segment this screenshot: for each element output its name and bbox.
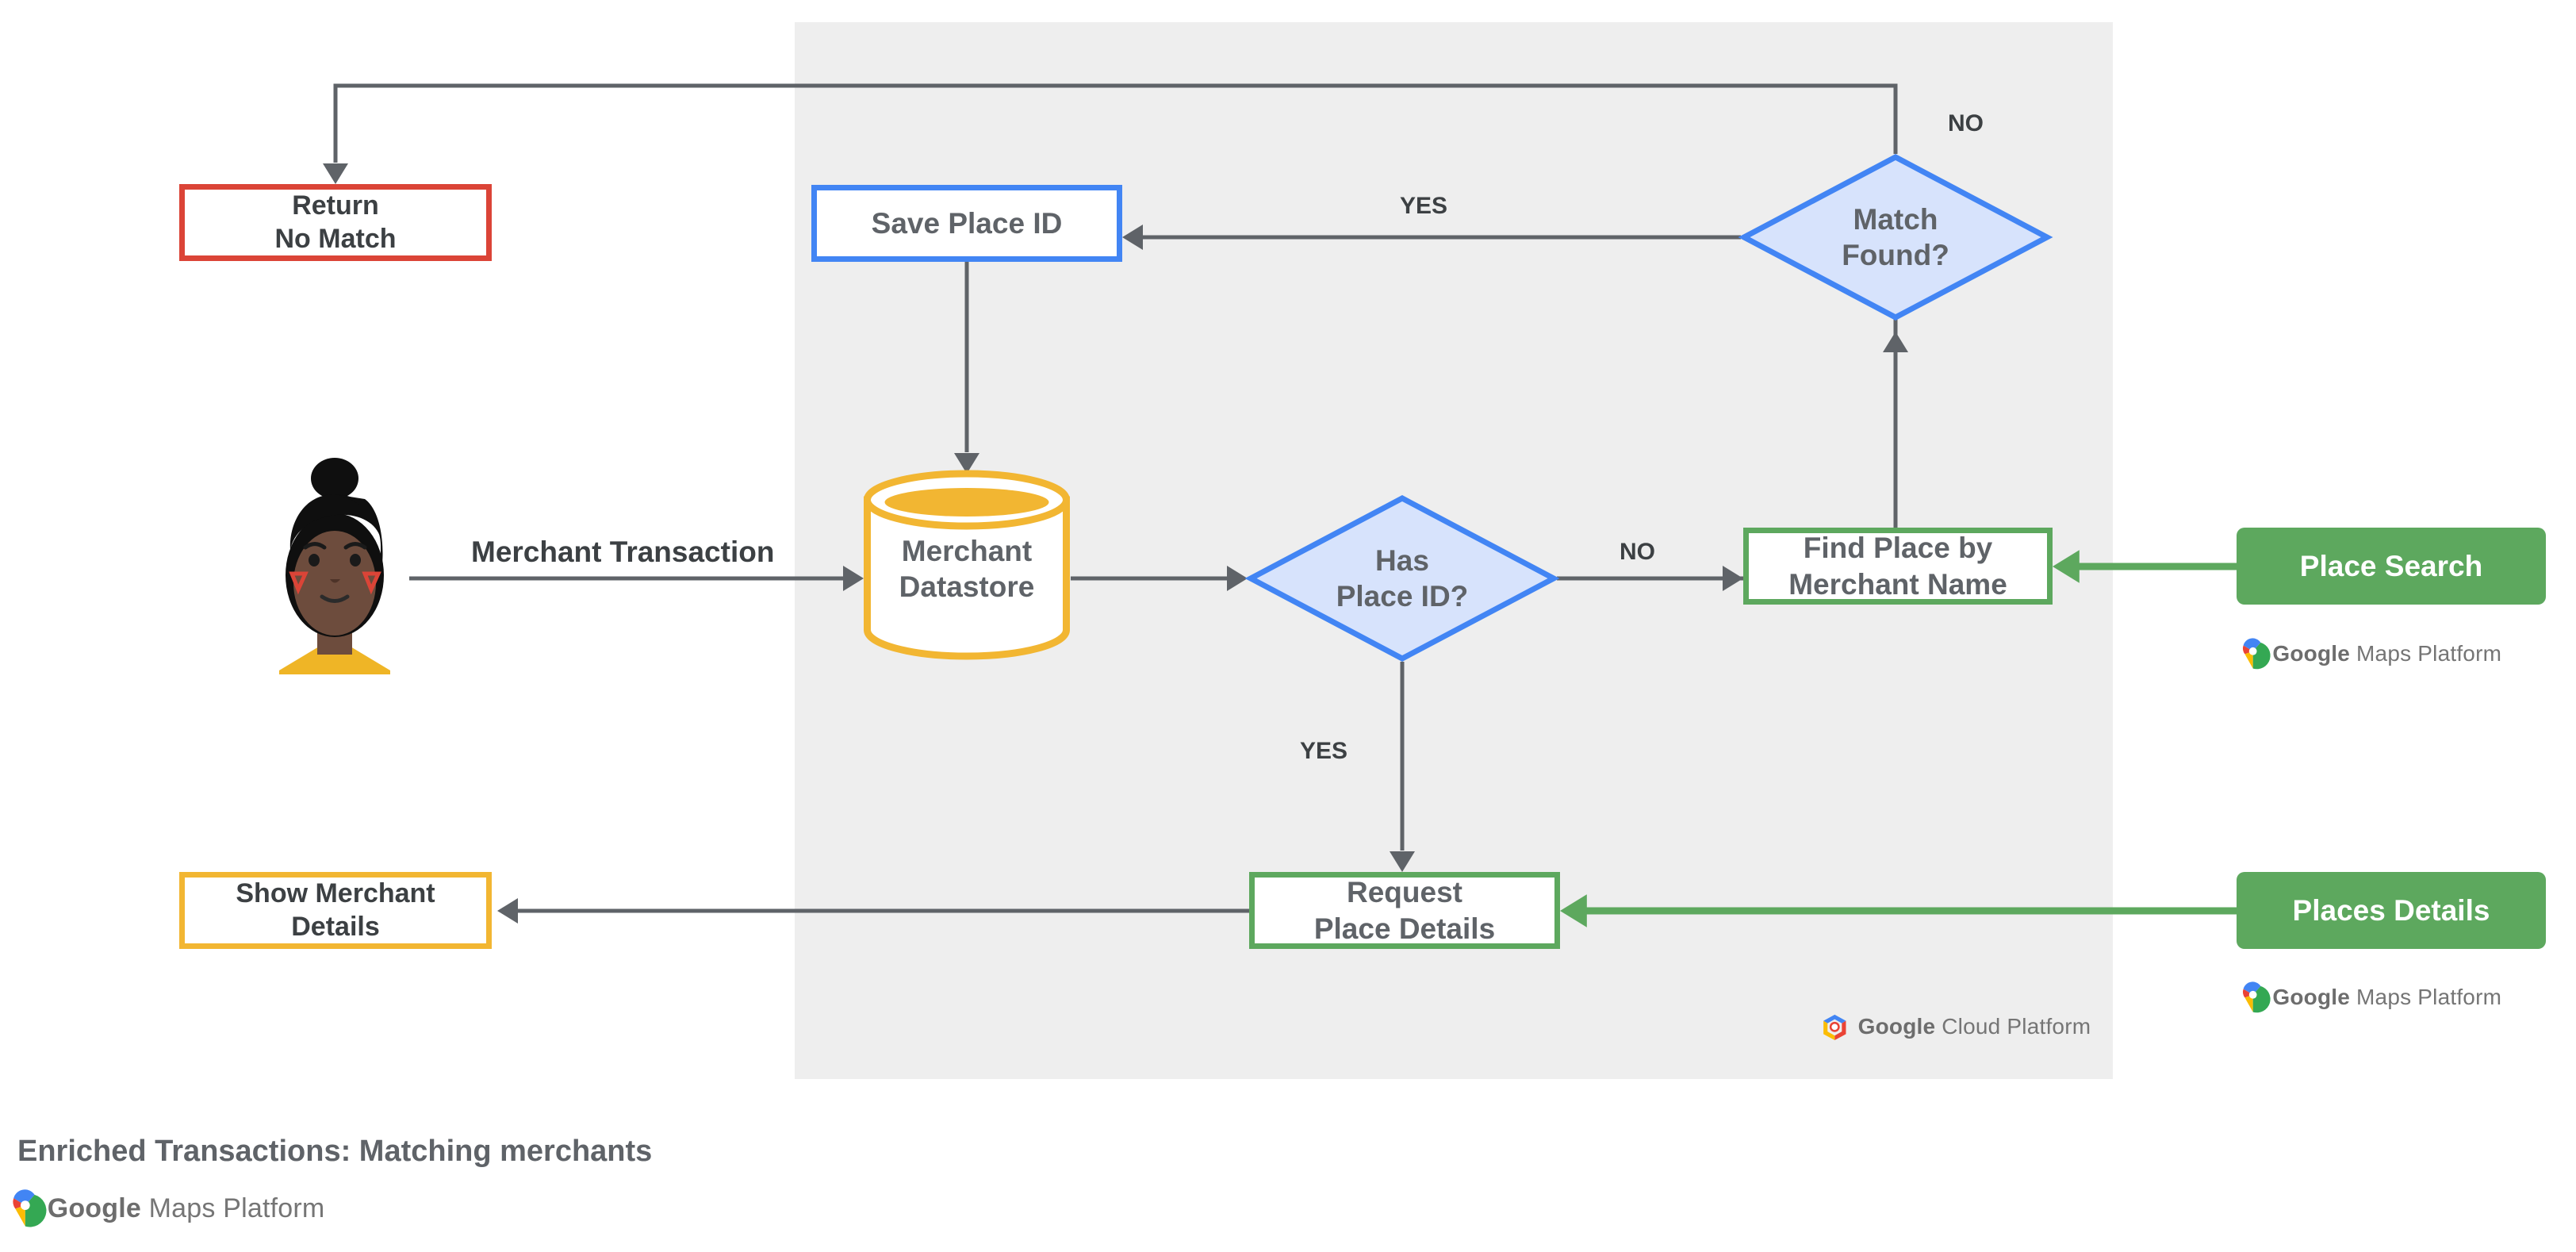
logo-gmp-footer: Google Maps Platform [11,1189,325,1227]
logo-text-gmp-places-details: Google Maps Platform [2272,985,2502,1010]
cylinder-shape [864,470,1070,660]
google-cloud-platform-icon [1823,1014,1846,1041]
arrowhead-requestdetails-green-in [1560,894,1587,927]
google-maps-pin-icon [2242,981,2271,1013]
places-details[interactable]: Places Details [2237,872,2546,949]
edge-matchfound-no-to-returnnomatch [333,83,1898,163]
logo-text-gcp-panel: Google Cloud Platform [1857,1014,2091,1039]
diamond-shape [1244,495,1560,662]
logo-gcp-panel: Google Cloud Platform [1819,1012,2091,1043]
edge-label-no-has-place-id: NO [1620,539,1655,565]
arrowhead-datastore-in [843,566,864,591]
edge-label-merchant-transaction: Merchant Transaction [471,536,775,568]
google-maps-pin-icon [2242,638,2271,670]
places-details-label: Places Details [2292,893,2490,927]
place-search-label: Place Search [2299,549,2483,582]
logo-gmp-place-search: Google Maps Platform [2241,638,2502,670]
logo-text-gmp-footer: Google Maps Platform [47,1193,325,1224]
arrowhead-returnnomatch-in [323,163,348,184]
avatar-illustration [279,458,390,674]
edge-label-yes-match-found: YES [1400,193,1448,219]
edge-label-no-match-found: NO [1948,110,1984,136]
arrowhead-matchfound-in [1883,332,1908,352]
arrowhead-saveplaceid-in [1122,225,1143,250]
arrowhead-requestdetails-in [1390,851,1415,872]
google-maps-pin-icon [13,1189,47,1227]
arrowhead-findplace-in [1723,566,1743,591]
logo-gmp-places-details: Google Maps Platform [2241,981,2502,1013]
save-place-id[interactable]: Save Place ID [811,185,1122,262]
place-search[interactable]: Place Search [2237,528,2546,605]
arrowhead-findplace-green-in [2053,550,2080,583]
edge-label-yes-has-place-id: YES [1300,738,1348,764]
arrowhead-showmerchant-in [497,898,518,924]
arrowhead-hasplaceid-in [1227,566,1248,591]
page-title: Enriched Transactions: Matching merchant… [17,1135,653,1168]
save-place-id-label: Save Place ID [871,206,1063,240]
logo-text-gmp-place-search: Google Maps Platform [2272,641,2502,666]
merchant-avatar [262,456,408,674]
arrowhead-datastore-top-in [954,453,979,474]
diamond-shape [1738,154,2053,321]
